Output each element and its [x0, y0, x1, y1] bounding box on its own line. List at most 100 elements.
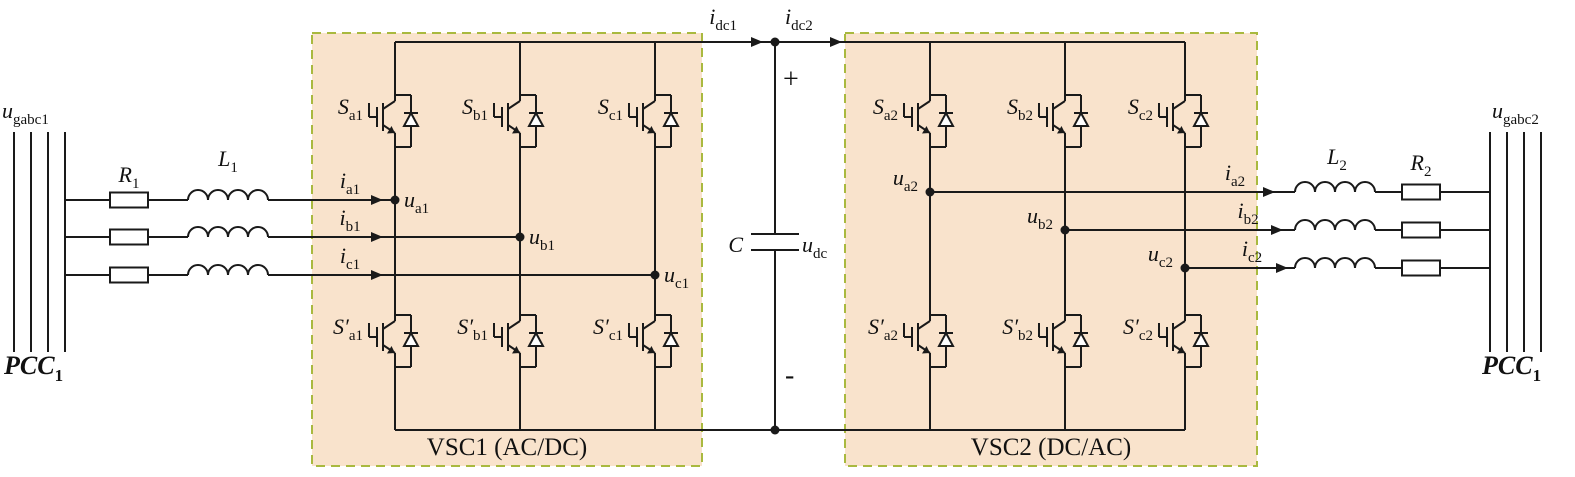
- resistor-r1-label: R1: [118, 162, 140, 192]
- main-text: u: [802, 232, 813, 257]
- sub-text: a1: [415, 201, 429, 217]
- inductor-coil-a1: [187, 189, 269, 201]
- main-text: i: [340, 243, 346, 268]
- sub-text: dc: [813, 246, 828, 262]
- arrow-idc1-icon: [751, 37, 763, 47]
- dc-minus-sign: -: [785, 360, 794, 391]
- main-text: i: [1237, 198, 1243, 223]
- switch-sb2-label: Sb2: [1007, 94, 1033, 124]
- inductor-coil-c2: [1294, 257, 1376, 269]
- sub-text: 2: [1339, 158, 1347, 174]
- sub-text: c2: [1139, 328, 1153, 344]
- main-text: S′: [1002, 314, 1019, 339]
- inductor-l1-label: L1: [217, 146, 238, 176]
- sub-text: b2: [1018, 328, 1033, 344]
- sub-text: b1: [473, 328, 488, 344]
- node-dot-uc2: [1180, 263, 1190, 273]
- main-text: S: [338, 94, 349, 119]
- switch-sb1-label: Sb1: [462, 94, 488, 124]
- sub-text: gabc2: [1503, 112, 1539, 128]
- node-dot-ua1: [390, 195, 400, 205]
- vsc1-title: VSC1 (AC/DC): [427, 434, 587, 461]
- switch-sa2-label: Sa2: [873, 94, 898, 124]
- arrow-ic1-icon: [371, 270, 383, 280]
- main-text: u: [1148, 241, 1159, 266]
- sub-text: c1: [609, 328, 623, 344]
- main-text: i: [339, 205, 345, 230]
- main-text: u: [404, 187, 415, 212]
- sub-text: a2: [904, 179, 918, 195]
- arrow-ib2-icon: [1271, 225, 1283, 235]
- sub-text: b1: [540, 238, 555, 254]
- arrow-idc2-icon: [830, 37, 842, 47]
- main-text: u: [1492, 98, 1503, 123]
- sub-text: c2: [1159, 255, 1173, 271]
- sub-text: b1: [473, 108, 488, 124]
- sub-text: c1: [609, 108, 623, 124]
- sub-text: 1: [132, 176, 140, 192]
- sub-text: b1: [346, 219, 361, 235]
- main-text: i: [1225, 160, 1231, 185]
- main-text: S: [462, 94, 473, 119]
- switch-sa1-label: Sa1: [338, 94, 363, 124]
- grid-voltage-label-right: ugabc2: [1492, 98, 1539, 128]
- sub-text: b2: [1018, 108, 1033, 124]
- resistor-c2: [1401, 259, 1441, 277]
- sub-text: c2: [1139, 108, 1153, 124]
- current-ib2-label: ib2: [1237, 198, 1258, 228]
- current-idc1-label: idc1: [709, 4, 737, 34]
- sub-text: a1: [346, 182, 360, 198]
- current-ib1-label: ib1: [339, 205, 360, 235]
- current-ia1-label: ia1: [340, 168, 360, 198]
- arrow-ia1-icon: [371, 195, 383, 205]
- sub-text: b2: [1038, 217, 1053, 233]
- main-text: i: [785, 4, 791, 29]
- capacitor-label: C: [728, 232, 743, 257]
- inductor-coil-b2: [1294, 219, 1376, 231]
- current-ic2-label: ic2: [1242, 236, 1262, 266]
- sub-text: a2: [884, 108, 898, 124]
- sub-text: a2: [1231, 174, 1245, 190]
- switch-sc2-label: Sc2: [1128, 94, 1153, 124]
- main-text: S′: [868, 314, 885, 339]
- inductor-coil-a2: [1294, 181, 1376, 193]
- node-dot-dc-bottom: [770, 425, 780, 435]
- main-text: u: [2, 98, 13, 123]
- grid-voltage-label-left: ugabc1: [2, 98, 49, 128]
- sub-text: 1: [55, 366, 64, 385]
- sub-text: c1: [675, 276, 689, 292]
- sub-text: dc1: [715, 18, 737, 34]
- node-dot-ua2: [925, 187, 935, 197]
- node-dot-dc-top: [770, 37, 780, 47]
- main-text: u: [893, 165, 904, 190]
- main-text: S′: [593, 314, 610, 339]
- main-text: S: [1007, 94, 1018, 119]
- main-text: u: [664, 262, 675, 287]
- switch-spc2-label: S′c2: [1123, 314, 1153, 344]
- pcc2-bus-bars: [1489, 132, 1542, 352]
- main-text: R: [1410, 150, 1425, 175]
- voltage-ub2-label: ub2: [1027, 203, 1053, 233]
- sub-text: a2: [884, 328, 898, 344]
- arrow-ic2-icon: [1276, 263, 1288, 273]
- main-text: R: [118, 162, 133, 187]
- resistor-c1: [109, 266, 149, 284]
- main-text: S: [1128, 94, 1139, 119]
- main-text: S′: [457, 314, 474, 339]
- pcc2-label: PCC1: [1481, 351, 1541, 385]
- pcc1-label: PCC1: [3, 351, 63, 385]
- resistor-a1: [109, 191, 149, 209]
- node-dot-ub1: [515, 232, 525, 242]
- vsc2-title: VSC2 (DC/AC): [971, 434, 1131, 461]
- sub-text: c2: [1248, 250, 1262, 266]
- sub-text: dc2: [791, 18, 813, 34]
- sub-text: a1: [349, 108, 363, 124]
- switch-spc1-label: S′c1: [593, 314, 623, 344]
- voltage-udc-label: udc: [802, 232, 828, 262]
- vsc1-box: [311, 32, 703, 467]
- main-text: u: [529, 224, 540, 249]
- inductor-coil-c1: [187, 264, 269, 276]
- main-text: u: [1027, 203, 1038, 228]
- sub-text: c1: [346, 257, 360, 273]
